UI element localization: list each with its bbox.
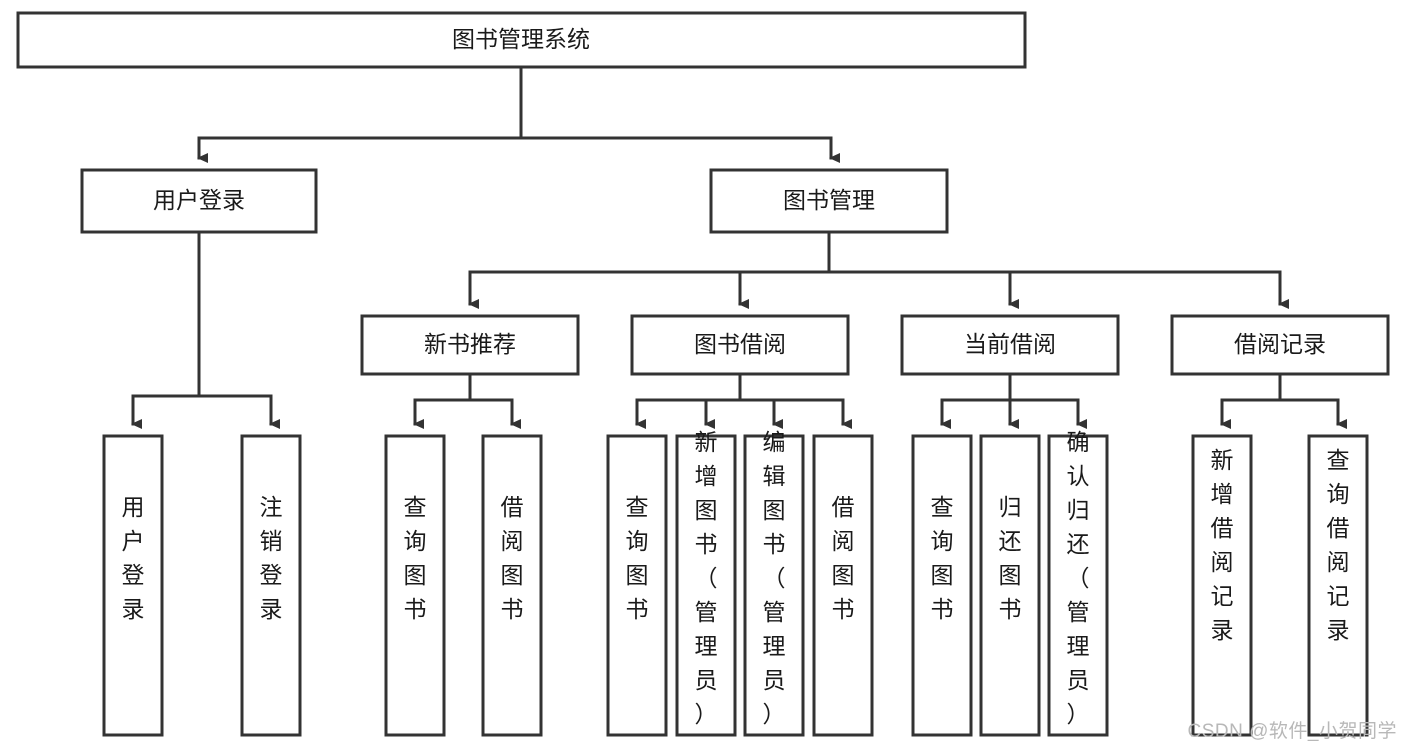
connector-userlogin-to-leaves bbox=[131, 230, 280, 429]
node-new-book-rec-label: 新书推荐 bbox=[424, 331, 516, 357]
node-leaf-rec-query-record[interactable]: 查询借阅记录 bbox=[1307, 434, 1369, 737]
node-leaf-cur-return-book-box[interactable] bbox=[979, 434, 1041, 737]
node-book-manage-label: 图书管理 bbox=[783, 187, 875, 213]
node-leaf-borrow-borrow-book[interactable]: 借阅图书 bbox=[812, 434, 874, 737]
node-leaf-rec-add-record[interactable]: 新增借阅记录 bbox=[1191, 434, 1253, 737]
node-leaf-user-logout[interactable]: 注销登录 bbox=[240, 434, 302, 737]
node-borrow-record[interactable]: 借阅记录 bbox=[1170, 314, 1390, 376]
node-current-borrow-label: 当前借阅 bbox=[964, 331, 1056, 357]
node-current-borrow[interactable]: 当前借阅 bbox=[900, 314, 1120, 376]
node-leaf-rec-query-record-label: 查询借阅记录 bbox=[1327, 447, 1350, 643]
node-leaf-borrow-borrow-book-box[interactable] bbox=[812, 434, 874, 737]
node-leaf-cur-confirm-return-label: 确认归还（管理员） bbox=[1067, 429, 1090, 727]
node-leaf-borrow-query-book[interactable]: 查询图书 bbox=[606, 434, 668, 737]
node-root-box[interactable] bbox=[16, 11, 1027, 69]
connector-root-to-level2 bbox=[197, 65, 840, 163]
node-leaf-cur-query-book[interactable]: 查询图书 bbox=[911, 434, 973, 737]
connector-currentborrow-to-leaves bbox=[940, 372, 1087, 429]
node-leaf-borrow-edit-book-box[interactable] bbox=[743, 434, 805, 737]
node-leaf-user-login[interactable]: 用户登录 bbox=[102, 434, 164, 737]
node-leaf-cur-return-book-label: 归还图书 bbox=[999, 494, 1022, 622]
node-user-login-label: 用户登录 bbox=[153, 187, 245, 213]
node-current-borrow-box[interactable] bbox=[900, 314, 1120, 376]
node-user-login-box[interactable] bbox=[80, 168, 318, 234]
node-leaf-user-login-box[interactable] bbox=[102, 434, 164, 737]
connector-bookmanage-to-level3 bbox=[468, 230, 1289, 309]
connector-bookborrow-to-leaves bbox=[635, 372, 852, 429]
node-leaf-borrow-borrow-book-label: 借阅图书 bbox=[832, 494, 855, 622]
node-leaf-borrow-edit-book[interactable]: 编辑图书（管理员） bbox=[743, 429, 805, 737]
node-leaf-user-logout-box[interactable] bbox=[240, 434, 302, 737]
node-new-book-rec[interactable]: 新书推荐 bbox=[360, 314, 580, 376]
node-leaf-rec-borrow-book-box[interactable] bbox=[481, 434, 543, 737]
node-new-book-rec-box[interactable] bbox=[360, 314, 580, 376]
node-leaf-cur-confirm-return[interactable]: 确认归还（管理员） bbox=[1047, 429, 1109, 737]
node-leaf-rec-add-record-label: 新增借阅记录 bbox=[1211, 447, 1234, 643]
node-leaf-borrow-query-book-box[interactable] bbox=[606, 434, 668, 737]
node-root-label: 图书管理系统 bbox=[452, 26, 590, 52]
node-leaf-rec-add-record-box[interactable] bbox=[1191, 434, 1253, 737]
node-borrow-record-box[interactable] bbox=[1170, 314, 1390, 376]
csdn-watermark: CSDN @软件_小贺同学 bbox=[1187, 721, 1397, 742]
node-book-manage-box[interactable] bbox=[709, 168, 949, 234]
node-leaf-borrow-add-book-label: 新增图书（管理员） bbox=[695, 429, 718, 727]
node-book-manage[interactable]: 图书管理 bbox=[709, 168, 949, 234]
node-user-login[interactable]: 用户登录 bbox=[80, 168, 318, 234]
node-leaf-borrow-add-book[interactable]: 新增图书（管理员） bbox=[675, 429, 737, 737]
connector-newbookrec-to-leaves bbox=[413, 372, 521, 429]
node-leaf-rec-query-book[interactable]: 查询图书 bbox=[384, 434, 446, 737]
node-book-borrow[interactable]: 图书借阅 bbox=[630, 314, 850, 376]
node-leaf-cur-return-book[interactable]: 归还图书 bbox=[979, 434, 1041, 737]
node-leaf-rec-query-record-box[interactable] bbox=[1307, 434, 1369, 737]
node-leaf-borrow-edit-book-label: 编辑图书（管理员） bbox=[763, 429, 786, 727]
node-leaf-rec-borrow-book-label: 借阅图书 bbox=[501, 494, 524, 622]
node-leaf-rec-query-book-box[interactable] bbox=[384, 434, 446, 737]
node-leaf-cur-confirm-return-box[interactable] bbox=[1047, 434, 1109, 737]
node-book-borrow-label: 图书借阅 bbox=[694, 331, 786, 357]
connector-borrowrecord-to-leaves bbox=[1220, 372, 1347, 429]
node-borrow-record-label: 借阅记录 bbox=[1234, 331, 1326, 357]
node-leaf-borrow-query-book-label: 查询图书 bbox=[626, 494, 649, 622]
node-leaf-cur-query-book-label: 查询图书 bbox=[931, 494, 954, 622]
node-leaf-cur-query-book-box[interactable] bbox=[911, 434, 973, 737]
node-root[interactable]: 图书管理系统 bbox=[16, 11, 1027, 69]
node-book-borrow-box[interactable] bbox=[630, 314, 850, 376]
node-leaf-user-login-label: 用户登录 bbox=[122, 494, 145, 622]
node-leaf-borrow-add-book-box[interactable] bbox=[675, 434, 737, 737]
node-leaf-rec-borrow-book[interactable]: 借阅图书 bbox=[481, 434, 543, 737]
node-leaf-user-logout-label: 注销登录 bbox=[260, 494, 283, 622]
node-leaf-rec-query-book-label: 查询图书 bbox=[404, 494, 427, 622]
